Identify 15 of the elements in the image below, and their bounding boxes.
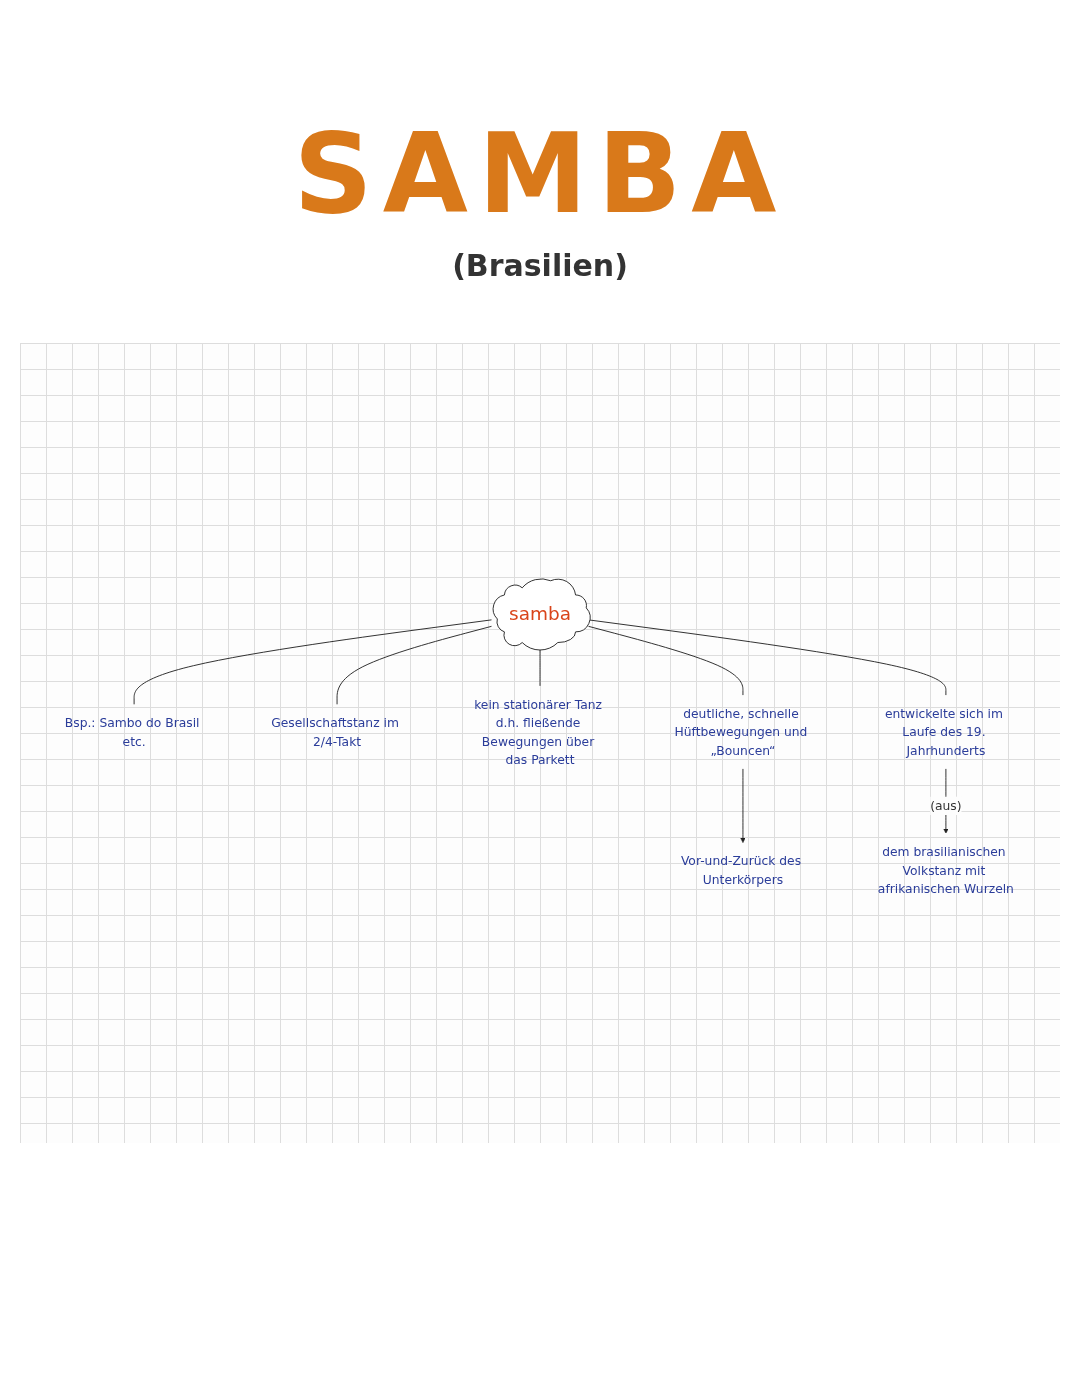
node-text: dem brasilianischen Volkstanz mit afrikanischen Wurzeln <box>877 844 1014 897</box>
node-text: Bsp.: Sambo do Brasil etc. <box>64 715 200 749</box>
node-text: Vor-und-Zurück des Unterkörpers <box>680 853 802 887</box>
subtitle: (Brasilien) <box>452 248 628 283</box>
node-text: kein stationärer Tanz d.h. fließende Bewegungen über das Parkett <box>474 696 602 767</box>
connector <box>133 619 492 705</box>
node-text: entwickelte sich im Laufe des 19. Jahrhunderts <box>884 706 1003 758</box>
connector <box>588 619 947 696</box>
connector <box>539 648 541 687</box>
node-text: deutliche, schnelle Hüftbewegungen und „Bouncen“ <box>674 706 808 758</box>
connector <box>336 625 492 705</box>
connector <box>588 625 744 696</box>
edge-label: (aus) <box>930 798 962 814</box>
node-text: Gesellschaftstanz im 2/4-Takt <box>271 715 399 749</box>
title: SAMBA <box>293 110 787 238</box>
